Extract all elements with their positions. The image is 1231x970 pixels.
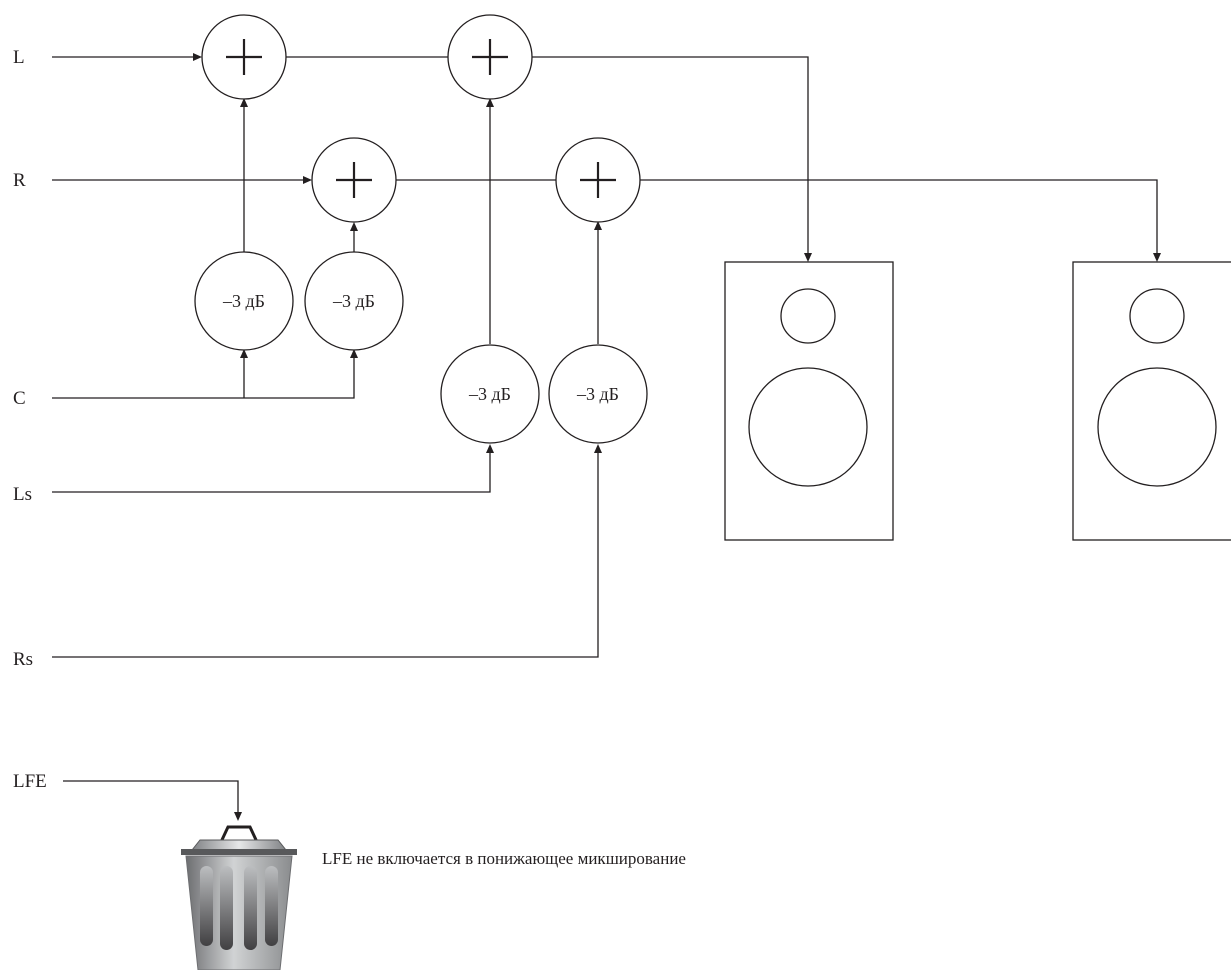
arrow-sum1-l-from-c	[240, 98, 248, 107]
wire-r-out	[640, 179, 1158, 256]
trash-bin-slot	[244, 866, 257, 950]
speaker-right-woofer	[1097, 367, 1217, 487]
attenuator-label: –3 дБ	[468, 384, 511, 404]
arrow-att-rs	[594, 444, 602, 453]
input-label-lfe: LFE	[13, 771, 47, 792]
arrow-sum2-l-from-ls	[486, 98, 494, 107]
wire-l-out	[532, 56, 809, 256]
arrow-att-c-r	[350, 349, 358, 358]
speaker-left-woofer	[748, 367, 868, 487]
attenuator-label: –3 дБ	[222, 291, 265, 311]
input-label-ls: Ls	[13, 484, 32, 505]
input-label-c: C	[13, 388, 26, 409]
speaker-right-tweeter	[1129, 288, 1185, 344]
speaker-left-tweeter	[780, 288, 836, 344]
plus-icon	[472, 39, 508, 75]
wire-c-in	[52, 356, 355, 399]
trash-bin-slot	[200, 866, 213, 946]
plus-icon	[226, 39, 262, 75]
speaker-icon	[1072, 261, 1231, 541]
signal-wires	[52, 56, 1158, 815]
attenuator-label: –3 дБ	[576, 384, 619, 404]
input-label-rs: Rs	[13, 649, 33, 670]
attenuator-ls-to-l: –3 дБ	[440, 344, 540, 444]
summing-node-r1	[311, 137, 397, 223]
wire-rs-in	[52, 452, 599, 658]
plus-icon	[580, 162, 616, 198]
arrowheads	[193, 53, 1161, 821]
attenuator-label: –3 дБ	[332, 291, 375, 311]
arrow-sum1-r-from-c	[350, 222, 358, 231]
summing-node-l1	[201, 14, 287, 100]
trash-bin-slot	[220, 866, 233, 950]
speaker-icon	[724, 261, 894, 541]
wire-lfe	[63, 780, 239, 815]
attenuator-rs-to-r: –3 дБ	[548, 344, 648, 444]
summing-node-r2	[555, 137, 641, 223]
arrow-speaker-right	[1153, 253, 1161, 262]
summing-node-l2	[447, 14, 533, 100]
attenuator-c-to-r: –3 дБ	[304, 251, 404, 351]
input-label-l: L	[13, 47, 25, 68]
trash-bin-lid-top	[190, 839, 288, 851]
arrow-r-sum1	[303, 176, 312, 184]
attenuator-c-to-l: –3 дБ	[194, 251, 294, 351]
arrow-lfe-bin	[234, 812, 242, 821]
trash-bin-handle	[219, 825, 259, 843]
trash-bin-slot	[265, 866, 278, 946]
plus-icon	[336, 162, 372, 198]
lfe-note: LFE не включается в понижающее микширова…	[322, 849, 686, 868]
arrow-att-ls	[486, 444, 494, 453]
trash-bin-icon	[181, 825, 297, 970]
arrow-att-c-l	[240, 349, 248, 358]
arrow-speaker-left	[804, 253, 812, 262]
wire-ls-in	[52, 452, 491, 493]
arrow-l-sum1	[193, 53, 202, 61]
input-label-r: R	[13, 170, 26, 191]
trash-bin-lid-rim	[181, 849, 297, 855]
arrow-sum2-r-from-rs	[594, 221, 602, 230]
